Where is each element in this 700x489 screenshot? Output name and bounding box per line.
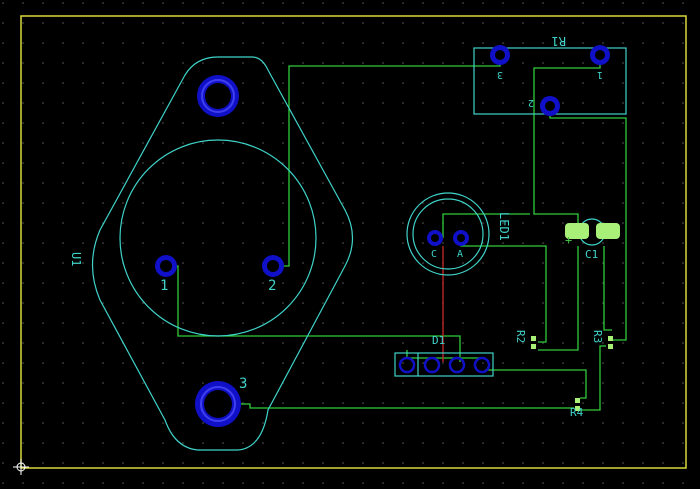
u1-pin-2-label: 2	[268, 278, 276, 294]
r4-pad-1[interactable]	[575, 398, 580, 403]
r4-ref-label: R4	[570, 406, 584, 419]
c1-pad-plus[interactable]	[565, 223, 589, 239]
u1-pin-3-label: 3	[239, 376, 247, 392]
led1-outline-inner	[412, 198, 484, 270]
trace-r3-r4[interactable]	[580, 345, 606, 411]
c1-ref-label: C1	[585, 248, 598, 261]
d1-footprint[interactable]: D1	[394, 334, 494, 377]
r2-pad-1[interactable]	[531, 336, 536, 341]
d1-pad-4[interactable]	[473, 356, 491, 374]
c1-pad-minus[interactable]	[596, 223, 620, 239]
r3-pad-2[interactable]	[608, 344, 613, 349]
r2-ref-label: R2	[514, 330, 527, 343]
c1-plus-label: +	[565, 233, 572, 247]
board-outline[interactable]	[20, 15, 687, 469]
u1-body-circle	[119, 139, 317, 337]
r1-pin-1-label: 1	[597, 69, 603, 80]
u1-pin-1-label: 1	[160, 278, 168, 294]
r4-pad-2[interactable]	[575, 406, 580, 411]
origin-marker-icon	[13, 459, 29, 475]
d1-outline	[394, 352, 494, 377]
r3-ref-label: R3	[591, 330, 604, 343]
d1-pad-1[interactable]	[398, 356, 416, 374]
led1-footprint[interactable]: C A LED1	[406, 192, 511, 276]
led1-outline-outer	[406, 192, 490, 276]
r3-pad-1[interactable]	[608, 336, 613, 341]
r2-footprint[interactable]: R2	[514, 330, 536, 349]
r1-ref-label: R1	[552, 34, 566, 48]
d1-ref-label: D1	[432, 334, 445, 347]
trace-c1-r3[interactable]	[603, 246, 612, 331]
led1-ref-label: LED1	[497, 212, 511, 241]
r1-pin-2-label: 2	[528, 97, 534, 108]
r4-footprint[interactable]: R4	[570, 398, 584, 419]
d1-pad-3[interactable]	[448, 356, 466, 374]
led1-a-label: A	[457, 249, 463, 260]
r1-pin-3-label: 3	[497, 69, 503, 80]
trace-d1-r4[interactable]	[485, 369, 587, 399]
trace-r1p1-c1[interactable]	[533, 55, 601, 230]
r1-footprint[interactable]: 3 1 2 R1	[473, 34, 627, 116]
led1-c-label: C	[431, 249, 437, 260]
u1-footprint[interactable]: 1 2 3 U1	[69, 56, 354, 451]
trace-r2-c1[interactable]	[538, 246, 579, 351]
r2-pad-2[interactable]	[531, 344, 536, 349]
u1-outline	[91, 56, 354, 451]
u1-ref-label: U1	[69, 252, 83, 266]
trace-led-top[interactable]	[442, 213, 530, 238]
c1-footprint[interactable]: + C1	[565, 218, 620, 261]
d1-pad-2[interactable]	[423, 356, 441, 374]
r3-footprint[interactable]: R3	[591, 330, 613, 349]
